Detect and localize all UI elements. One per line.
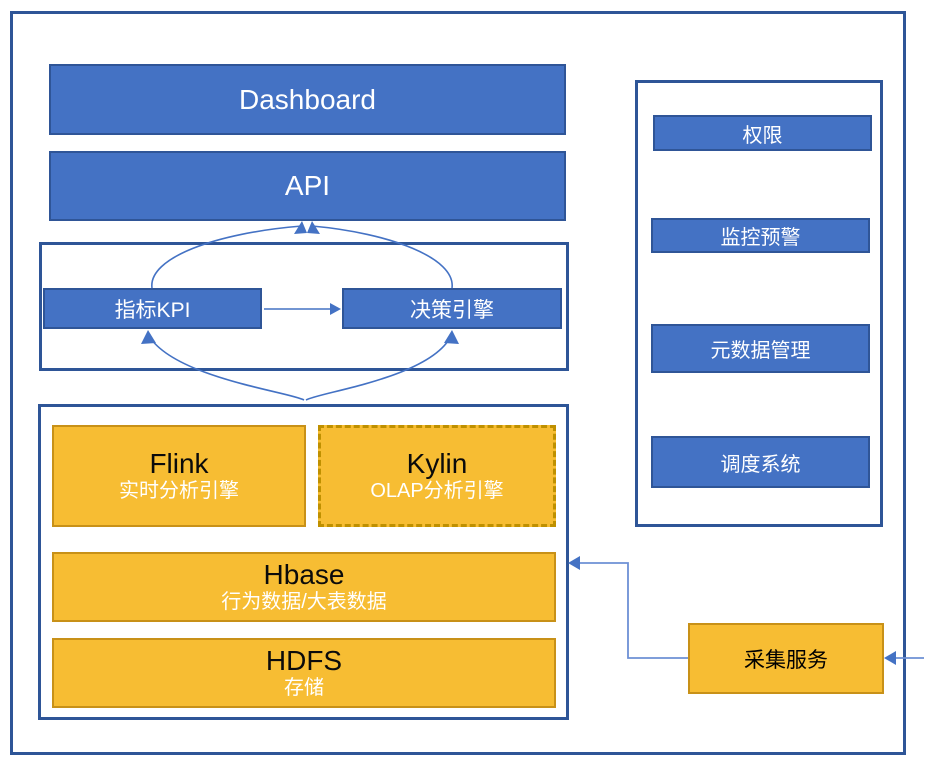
flink-title: Flink bbox=[149, 448, 209, 480]
kpi-label: 指标KPI bbox=[114, 298, 191, 322]
flink-node: Flink 实时分析引擎 bbox=[52, 425, 306, 527]
dashboard-label: Dashboard bbox=[239, 83, 376, 115]
permission-label: 权限 bbox=[742, 124, 783, 147]
kylin-title: Kylin bbox=[406, 448, 468, 480]
dashboard-node: Dashboard bbox=[49, 64, 566, 135]
permission-node: 权限 bbox=[653, 115, 872, 151]
metadata-mgmt-node: 元数据管理 bbox=[651, 324, 870, 373]
monitor-alert-node: 监控预警 bbox=[651, 218, 870, 253]
decision-engine-node: 决策引擎 bbox=[342, 288, 562, 329]
kylin-node: Kylin OLAP分析引擎 bbox=[318, 425, 556, 527]
hbase-subtitle: 行为数据/大表数据 bbox=[221, 590, 387, 613]
scheduler-node: 调度系统 bbox=[651, 436, 870, 488]
collect-service-node: 采集服务 bbox=[688, 623, 884, 694]
collect-service-label: 采集服务 bbox=[744, 648, 828, 672]
hbase-node: Hbase 行为数据/大表数据 bbox=[52, 552, 556, 622]
metadata-mgmt-label: 元数据管理 bbox=[710, 340, 811, 362]
diagram-outer-frame bbox=[10, 11, 906, 755]
monitor-alert-label: 监控预警 bbox=[720, 227, 801, 249]
scheduler-label: 调度系统 bbox=[720, 453, 801, 476]
api-label: API bbox=[284, 170, 331, 201]
hdfs-node: HDFS 存储 bbox=[52, 638, 556, 708]
decision-engine-label: 决策引擎 bbox=[410, 298, 494, 322]
kylin-subtitle: OLAP分析引擎 bbox=[370, 479, 504, 502]
hdfs-title: HDFS bbox=[265, 645, 343, 677]
hbase-title: Hbase bbox=[263, 559, 345, 591]
kpi-node: 指标KPI bbox=[43, 288, 262, 329]
flink-subtitle: 实时分析引擎 bbox=[119, 479, 239, 502]
hdfs-subtitle: 存储 bbox=[284, 676, 324, 699]
api-node: API bbox=[49, 151, 566, 221]
